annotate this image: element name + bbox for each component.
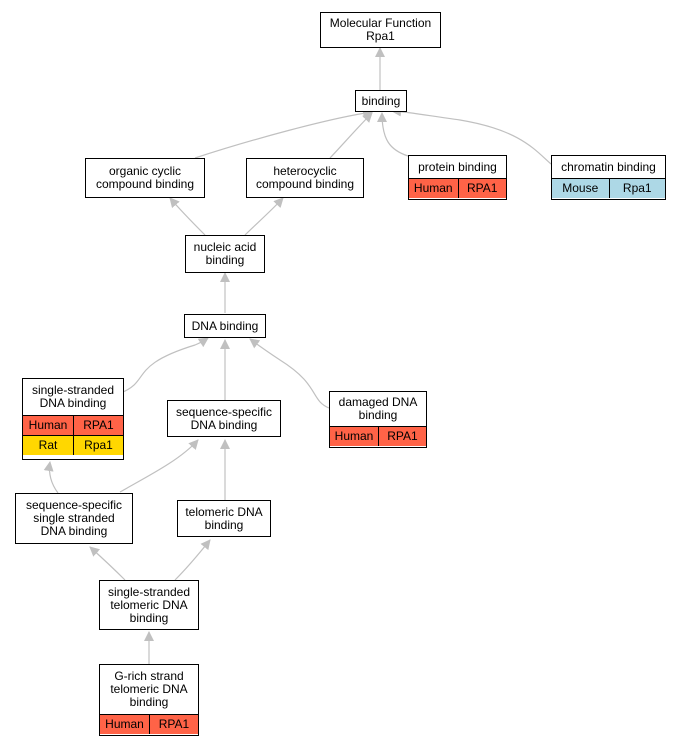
annotation-row: Human RPA1 — [409, 178, 506, 198]
annotation-row: Human RPA1 — [330, 426, 426, 446]
gene-cell: RPA1 — [73, 416, 123, 435]
edge-ss-telomeric-to-seq-specific-ss — [89, 546, 126, 581]
gene-cell: RPA1 — [378, 427, 426, 446]
edge-seq-specific-ss-to-ss-dna — [43, 461, 59, 494]
annotation-row: Human RPA1 — [100, 714, 198, 734]
edge-damaged-dna-to-dna-binding — [249, 338, 330, 409]
annotation-row: Rat Rpa1 — [23, 435, 123, 455]
node-dna-binding[interactable]: DNA binding — [184, 314, 266, 338]
node-label: organic cyclic compound binding — [95, 164, 195, 191]
edge-heterocyclic-to-binding — [329, 112, 373, 159]
edge-ss-dna-to-dna-binding — [122, 337, 209, 393]
gene-cell: Rpa1 — [608, 179, 665, 198]
node-binding[interactable]: binding — [355, 90, 407, 112]
edge-nucleic-acid-to-heterocyclic — [244, 197, 284, 236]
species-cell: Human — [100, 715, 149, 734]
node-label: heterocyclic compound binding — [255, 164, 355, 191]
node-label: binding — [361, 93, 401, 108]
node-telomeric-dna-binding[interactable]: telomeric DNA binding — [177, 500, 271, 537]
node-organic-cyclic-compound-binding[interactable]: organic cyclic compound binding — [85, 158, 205, 198]
annotation-row: Human RPA1 — [23, 415, 123, 435]
node-label: sequence-specific DNA binding — [175, 404, 273, 432]
node-heterocyclic-compound-binding[interactable]: heterocyclic compound binding — [246, 158, 364, 198]
species-cell: Human — [409, 179, 458, 198]
species-cell: Mouse — [552, 179, 609, 198]
edge-organic-cyclic-to-binding — [194, 108, 373, 159]
node-chromatin-binding[interactable]: chromatin binding Mouse Rpa1 — [551, 155, 666, 200]
species-cell: Human — [23, 416, 73, 435]
node-label: Molecular Function Rpa1 — [329, 16, 432, 43]
edge-nucleic-acid-to-organic-cyclic — [169, 197, 206, 236]
node-label: chromatin binding — [561, 159, 656, 174]
node-label: damaged DNA binding — [338, 395, 418, 422]
species-cell: Human — [330, 427, 378, 446]
node-label: sequence-specific single stranded DNA bi… — [25, 498, 123, 538]
node-label: G-rich strand telomeric DNA binding — [110, 669, 188, 709]
node-label: DNA binding — [191, 318, 259, 333]
node-single-stranded-telomeric-dna-binding[interactable]: single-stranded telomeric DNA binding — [99, 580, 199, 630]
node-g-rich-strand-telomeric-dna-binding[interactable]: G-rich strand telomeric DNA binding Huma… — [99, 664, 199, 736]
node-molecular-function[interactable]: Molecular Function Rpa1 — [320, 12, 441, 48]
gene-cell: RPA1 — [149, 715, 198, 734]
node-nucleic-acid-binding[interactable]: nucleic acid binding — [185, 235, 265, 273]
edge-chromatin-binding-to-binding — [391, 106, 552, 165]
node-label: single-stranded DNA binding — [31, 383, 115, 410]
node-single-stranded-dna-binding[interactable]: single-stranded DNA binding Human RPA1 R… — [22, 378, 124, 460]
node-label: telomeric DNA binding — [185, 504, 263, 532]
node-label: single-stranded telomeric DNA binding — [107, 584, 191, 625]
node-protein-binding[interactable]: protein binding Human RPA1 — [408, 155, 507, 200]
edge-seq-specific-ss-to-seq-specific — [119, 439, 199, 493]
node-damaged-dna-binding[interactable]: damaged DNA binding Human RPA1 — [329, 391, 427, 448]
edge-ss-telomeric-to-telomeric — [174, 539, 211, 581]
node-label: protein binding — [418, 159, 497, 174]
species-cell: Rat — [23, 436, 73, 455]
gene-cell: RPA1 — [457, 179, 506, 198]
gene-cell: Rpa1 — [73, 436, 123, 455]
node-label: nucleic acid binding — [193, 240, 257, 267]
node-sequence-specific-dna-binding[interactable]: sequence-specific DNA binding — [167, 400, 281, 437]
node-sequence-specific-single-stranded-dna-binding[interactable]: sequence-specific single stranded DNA bi… — [15, 493, 133, 544]
annotation-row: Mouse Rpa1 — [552, 178, 665, 198]
edge-protein-binding-to-binding — [377, 112, 409, 157]
